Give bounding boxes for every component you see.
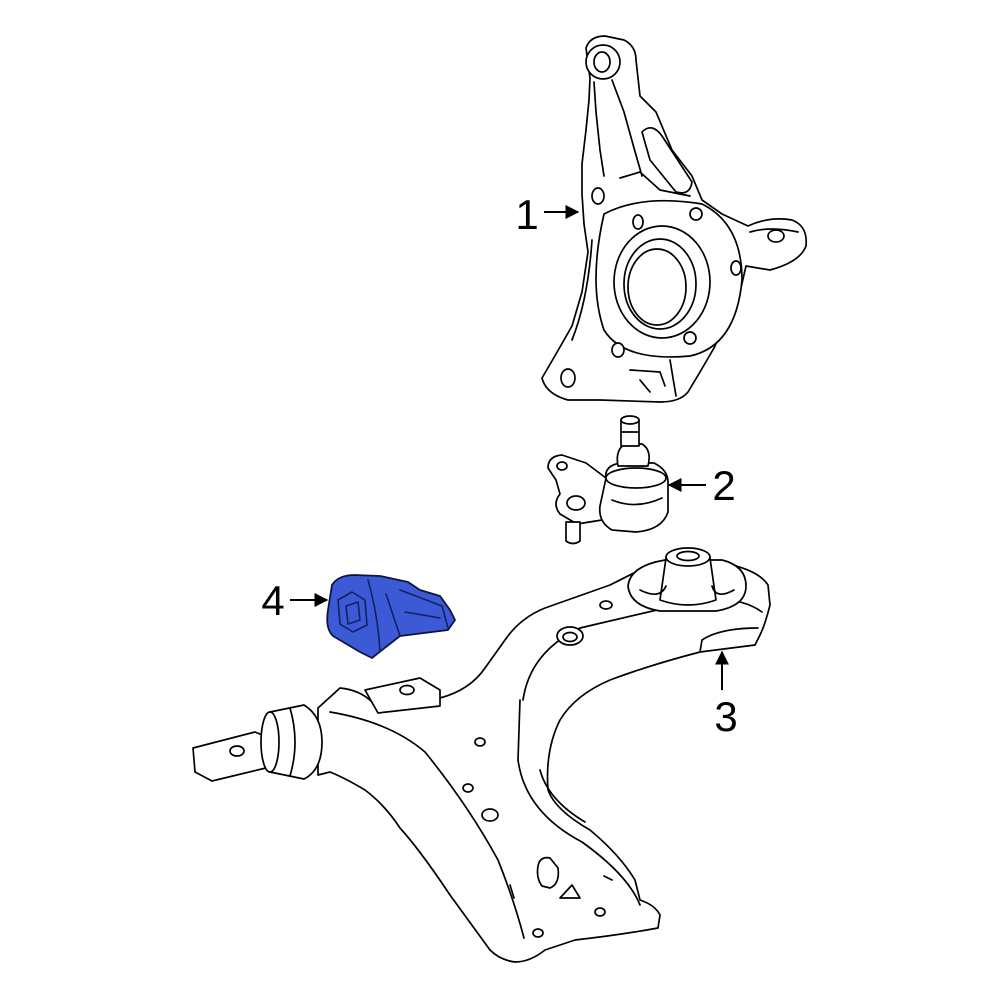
part-3-slot — [536, 856, 560, 889]
part-1-bolt-hole — [730, 260, 742, 276]
part-3-triangle-hole — [559, 884, 581, 899]
part-3-hole — [462, 783, 474, 793]
callout-4-label: 4 — [261, 577, 284, 624]
part-1-bolt-hole — [683, 331, 697, 345]
part-1-drawing — [541, 35, 808, 403]
part-3-hole — [599, 600, 613, 610]
part-3-front-bushing-core — [659, 557, 717, 606]
part-1-bolt-hole — [632, 214, 644, 230]
part-3-rear-bushing-face — [260, 711, 280, 773]
part-3-body — [317, 559, 771, 963]
part-3-hole — [481, 808, 499, 822]
part-2-housing-ring — [605, 467, 667, 489]
part-1-lower-hole — [560, 368, 576, 388]
part-1-ear-hole — [767, 229, 785, 243]
part-2-stud-cap — [620, 415, 640, 425]
part-3-hole — [532, 928, 544, 938]
part-3-drawing — [192, 547, 771, 963]
part-3-plate-hole — [229, 745, 245, 757]
part-2-lower-stud — [565, 521, 581, 545]
part-1-arm-hole — [591, 187, 605, 205]
part-3-hole — [594, 907, 606, 917]
callout-1: 1 — [515, 191, 580, 238]
callout-2: 2 — [667, 462, 736, 509]
part-1-bolt-hole — [689, 207, 703, 221]
callout-3-label: 3 — [714, 693, 737, 740]
part-2-flange-hole — [566, 495, 586, 511]
part-2-flange — [547, 454, 607, 525]
part-2-flange-hole — [556, 461, 568, 471]
part-4-drawing — [326, 574, 456, 659]
part-2-drawing — [547, 415, 669, 545]
part-1-bolt-hole — [611, 342, 625, 358]
part-4-bore — [337, 591, 368, 633]
callout-4: 4 — [261, 577, 329, 624]
callout-1-label: 1 — [515, 191, 538, 238]
callout-3: 3 — [714, 650, 738, 740]
callout-2-label: 2 — [712, 462, 735, 509]
part-3-top-bracket — [364, 677, 441, 714]
part-2-ball-neck — [616, 443, 650, 467]
part-3-bracket-hole — [399, 684, 415, 696]
part-1-top-eye-hole — [593, 51, 611, 73]
part-1-slot — [641, 127, 693, 194]
part-3-hole — [474, 737, 486, 747]
